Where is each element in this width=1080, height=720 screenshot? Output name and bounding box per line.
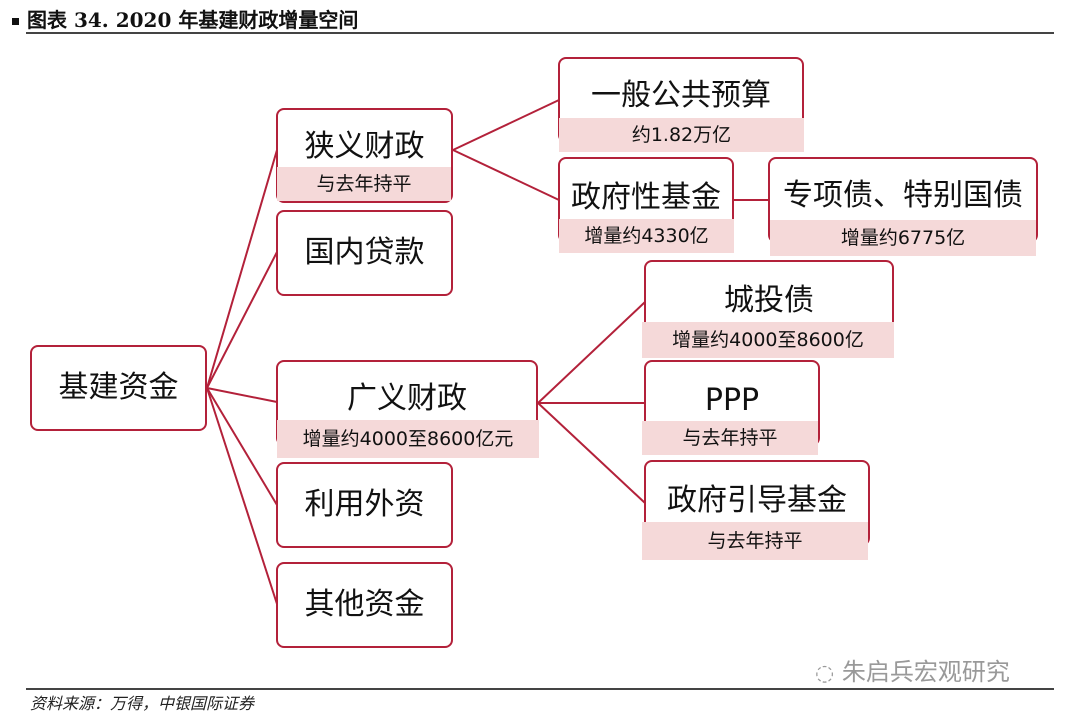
node-label: 增量约4000至8600亿 bbox=[642, 322, 894, 358]
node-title: 其他资金 bbox=[304, 587, 425, 622]
watermark-text: 朱启兵宏观研究 bbox=[841, 658, 1010, 686]
node-title: 城投债 bbox=[724, 283, 814, 318]
node-label: 与去年持平 bbox=[642, 522, 868, 560]
connector bbox=[206, 149, 278, 389]
node-label: 增量约6775亿 bbox=[770, 220, 1036, 256]
bottom-rule bbox=[26, 688, 1054, 690]
connector bbox=[206, 251, 278, 389]
node-title: 基建资金 bbox=[58, 370, 179, 405]
node-title: 广义财政 bbox=[347, 381, 467, 416]
figure-title: 图表 34. 2020 年基建财政增量空间 bbox=[12, 4, 358, 33]
node-other-funds: 其他资金 bbox=[276, 562, 453, 648]
node-title: 政府引导基金 bbox=[667, 483, 847, 518]
node-root: 基建资金 bbox=[30, 345, 207, 431]
node-label: 与去年持平 bbox=[277, 167, 451, 201]
node-label: 增量约4000至8600亿元 bbox=[277, 420, 539, 458]
top-rule bbox=[26, 32, 1054, 34]
node-domestic-loans: 国内贷款 bbox=[276, 210, 453, 296]
node-label: 约1.82万亿 bbox=[559, 118, 804, 152]
connector bbox=[206, 387, 278, 506]
node-title: 专项债、特别国债 bbox=[783, 178, 1023, 213]
node-title: 狭义财政 bbox=[304, 129, 425, 164]
figure-title-text: 图表 34. 2020 年基建财政增量空间 bbox=[27, 8, 359, 32]
node-title: PPP bbox=[704, 383, 760, 418]
wechat-icon: ◌ bbox=[815, 661, 835, 686]
connector bbox=[537, 402, 646, 504]
node-title: 一般公共预算 bbox=[591, 78, 771, 113]
connector bbox=[206, 387, 278, 403]
node-foreign-capital: 利用外资 bbox=[276, 462, 453, 548]
connector bbox=[452, 99, 560, 151]
source-note: 资料来源：万得，中银国际证券 bbox=[30, 694, 255, 713]
node-title: 国内贷款 bbox=[304, 235, 425, 270]
connector bbox=[452, 149, 560, 201]
connector bbox=[537, 301, 646, 404]
node-label: 增量约4330亿 bbox=[559, 219, 734, 253]
node-title: 政府性基金 bbox=[571, 180, 721, 215]
connector bbox=[206, 387, 278, 605]
node-label: 与去年持平 bbox=[642, 421, 818, 455]
watermark: ◌ 朱启兵宏观研究 bbox=[815, 652, 1010, 687]
node-title: 利用外资 bbox=[304, 487, 425, 522]
